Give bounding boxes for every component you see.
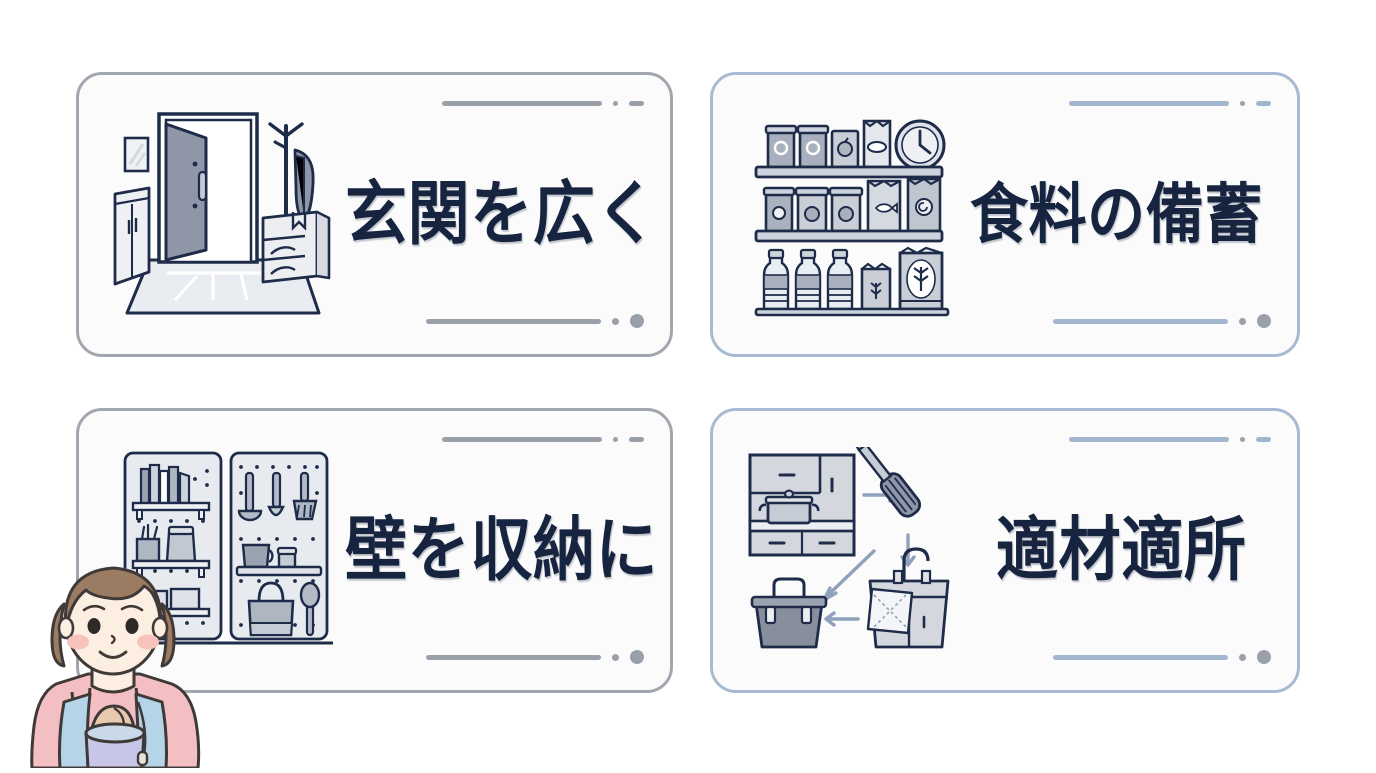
deco-small-dot-icon — [612, 653, 619, 661]
deco-small-dot-icon — [613, 101, 618, 106]
card-content: 適材適所 — [713, 411, 1297, 690]
card-right-place[interactable]: 適材適所 — [710, 408, 1300, 693]
deco-small-dot-icon — [1240, 101, 1245, 106]
pantry-svg — [754, 119, 950, 317]
card-content: 食料の備蓄 — [713, 75, 1297, 354]
deco-short-bar-icon — [1256, 101, 1271, 106]
entryway-svg — [113, 111, 331, 314]
deco-short-bar-icon — [629, 437, 644, 442]
deco-long-bar-icon — [1069, 101, 1229, 106]
card-bottom-decoration — [426, 650, 644, 664]
entryway-illustration — [101, 108, 341, 322]
mother-with-baby-illustration — [20, 552, 210, 770]
pantry-shelves-illustration — [745, 107, 970, 322]
card-content: 玄関を広く — [79, 75, 670, 354]
deco-long-bar-icon — [426, 654, 601, 660]
card-bottom-decoration — [1053, 650, 1271, 664]
deco-small-dot-icon — [1239, 317, 1246, 325]
deco-short-bar-icon — [629, 101, 644, 106]
card-wall-storage[interactable]: 壁を収納に — [76, 408, 673, 693]
deco-large-dot-icon — [630, 314, 644, 328]
deco-long-bar-icon — [442, 437, 602, 442]
deco-long-bar-icon — [1069, 437, 1229, 442]
card-bottom-decoration — [1053, 314, 1271, 328]
deco-long-bar-icon — [1053, 318, 1228, 324]
card-content: 壁を収納に — [79, 411, 670, 690]
card-top-decoration — [442, 437, 644, 442]
tools-placement-svg — [748, 446, 949, 648]
card-top-decoration — [442, 101, 644, 106]
deco-long-bar-icon — [442, 101, 602, 106]
card-title-food-stock: 食料の備蓄 — [970, 177, 1263, 251]
card-top-decoration — [1069, 437, 1271, 442]
deco-small-dot-icon — [612, 317, 619, 325]
character-svg — [30, 566, 201, 770]
deco-large-dot-icon — [630, 650, 644, 664]
card-title-entrance: 玄関を広く — [345, 175, 659, 253]
card-food-stock[interactable]: 食料の備蓄 — [710, 72, 1300, 357]
deco-short-bar-icon — [1256, 437, 1271, 442]
deco-small-dot-icon — [1240, 437, 1245, 442]
tools-placement-illustration — [741, 446, 986, 655]
deco-long-bar-icon — [1053, 654, 1228, 660]
wall-pegboard-illustration — [109, 443, 341, 658]
card-entrance[interactable]: 玄関を広く — [76, 72, 673, 357]
deco-large-dot-icon — [1257, 650, 1271, 664]
wall-storage-svg — [121, 451, 333, 645]
card-bottom-decoration — [426, 314, 644, 328]
card-title-right-place: 適材適所 — [996, 511, 1247, 589]
deco-long-bar-icon — [426, 318, 601, 324]
deco-small-dot-icon — [1239, 653, 1246, 661]
deco-small-dot-icon — [613, 437, 618, 442]
card-title-wall-storage: 壁を収納に — [345, 511, 659, 589]
deco-large-dot-icon — [1257, 314, 1271, 328]
card-top-decoration — [1069, 101, 1271, 106]
